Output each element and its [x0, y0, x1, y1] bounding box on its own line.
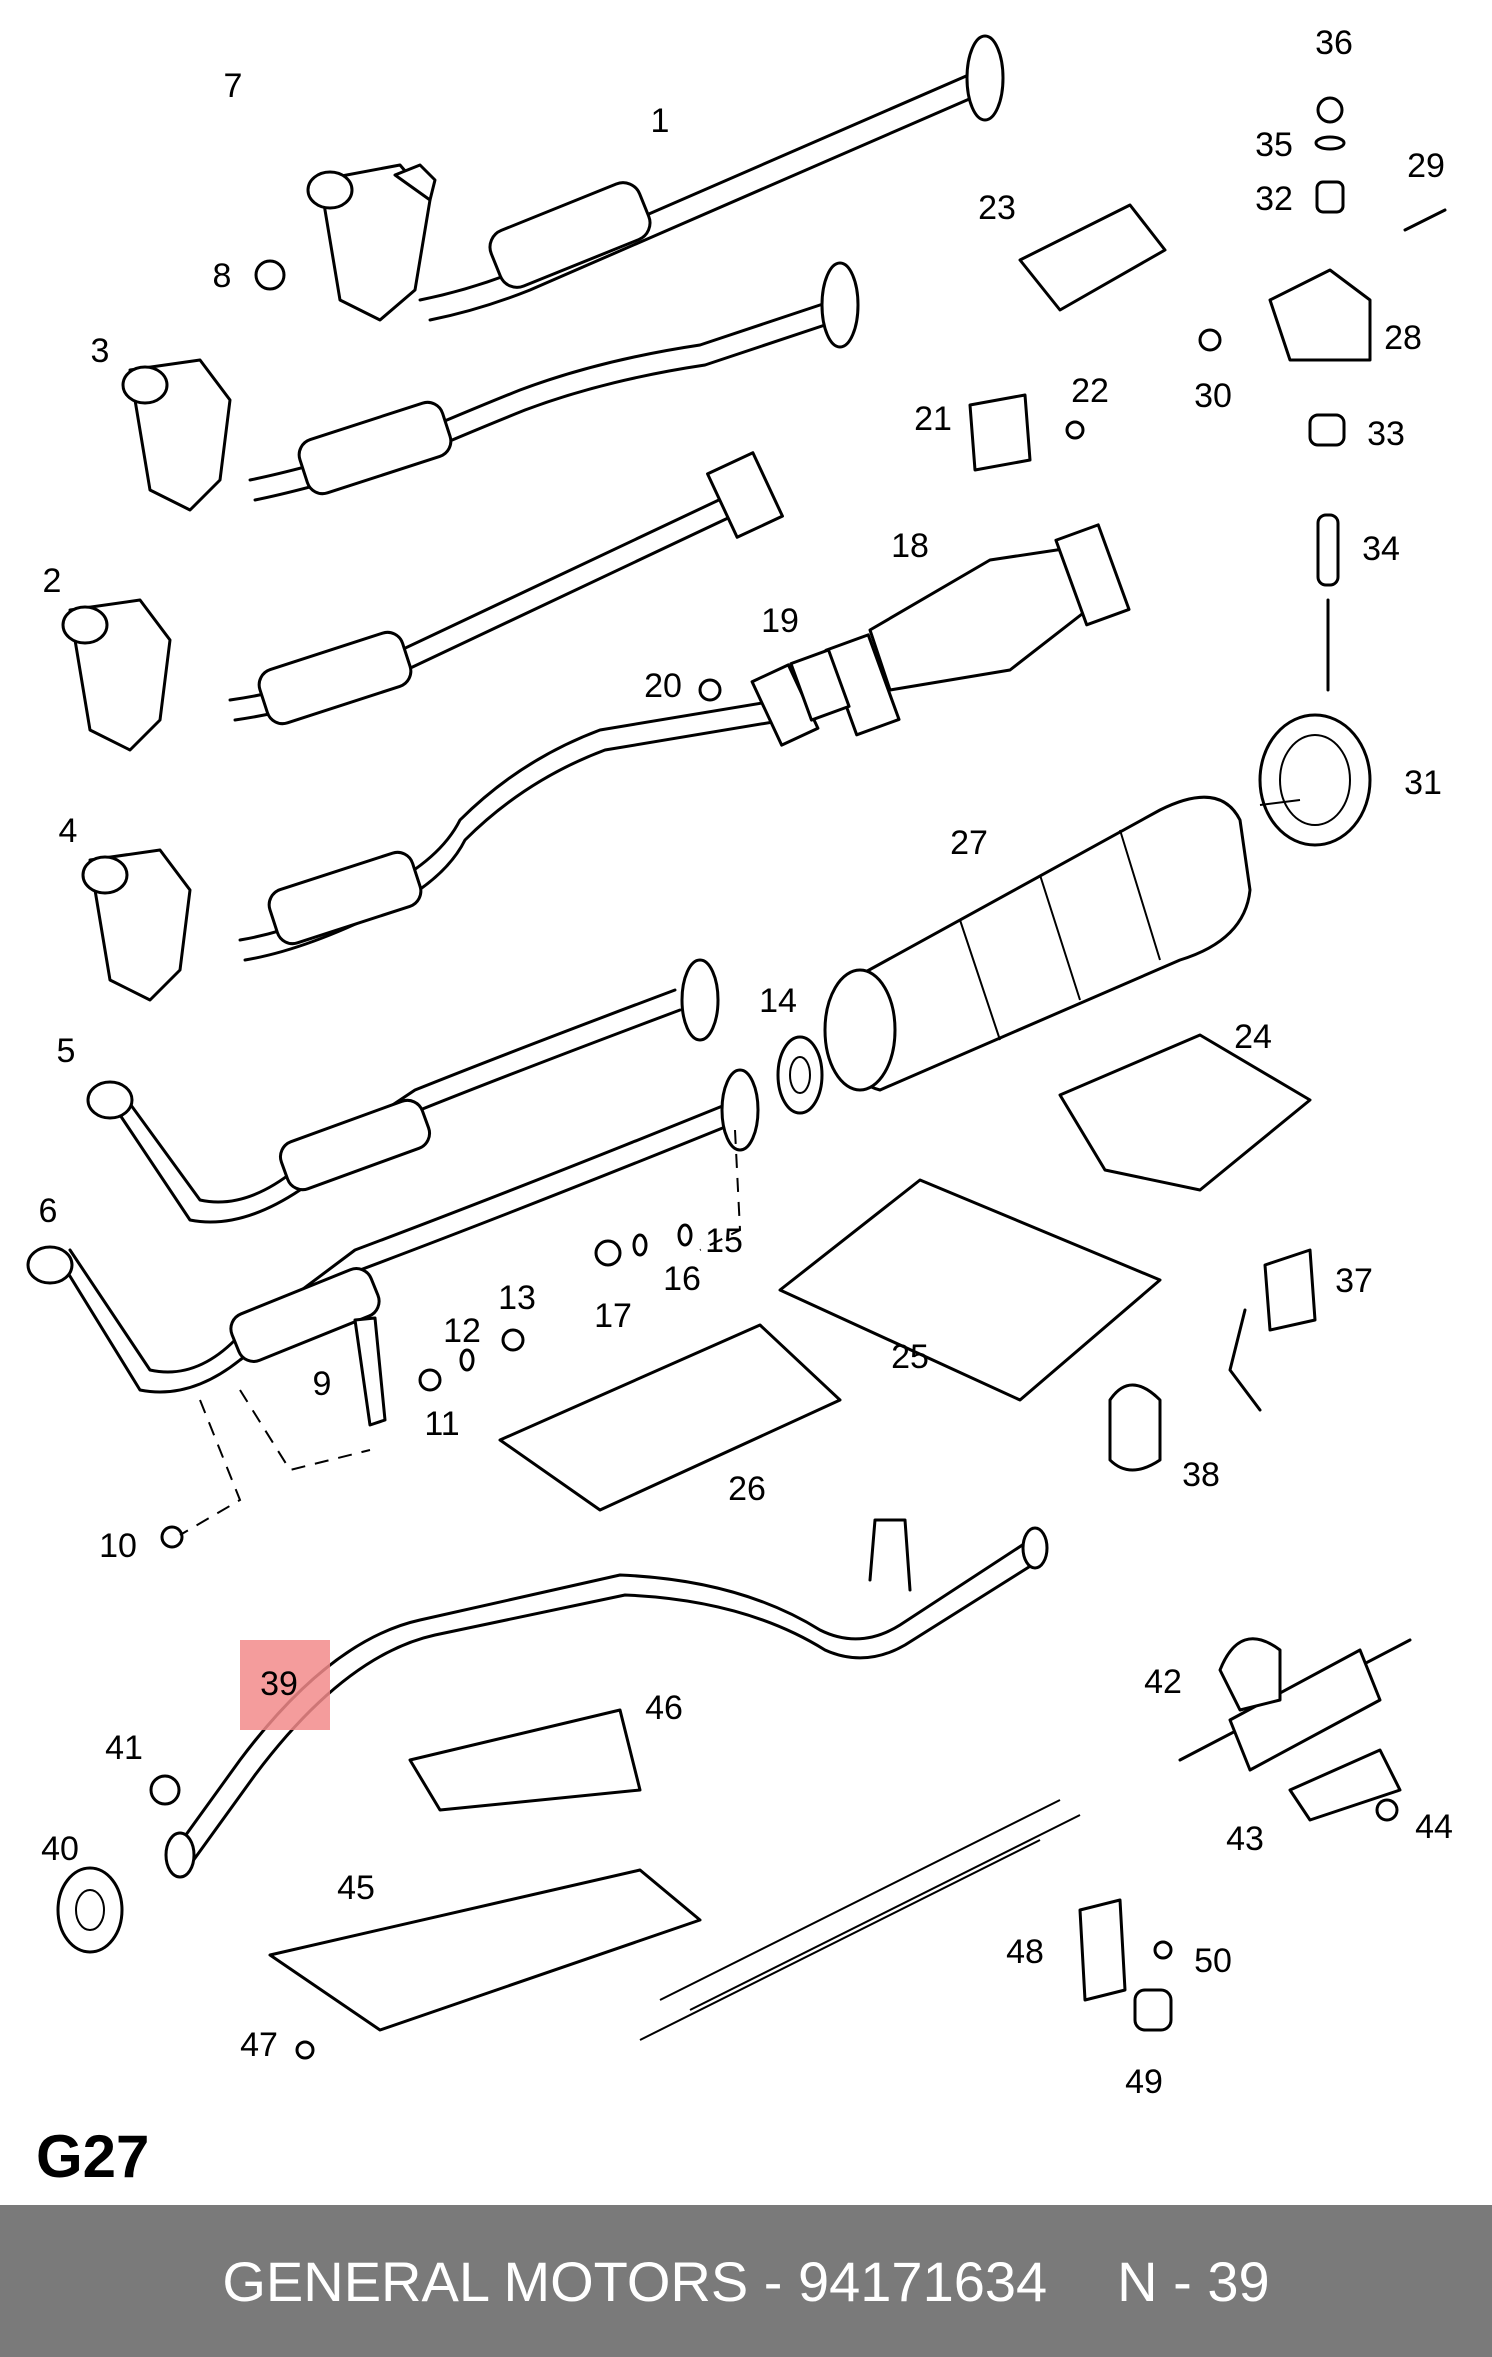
part-label: 41 — [105, 1729, 143, 1767]
floor-sill — [639, 1799, 1173, 2041]
part-label: 5 — [57, 1032, 76, 1070]
part-label: 34 — [1362, 530, 1400, 568]
part-label: 1 — [651, 102, 670, 140]
part-label-highlighted: 39 — [260, 1665, 298, 1703]
part-label: 18 — [891, 527, 929, 565]
gaskets — [56, 648, 851, 1954]
part-label: 29 — [1407, 147, 1445, 185]
hanger-assembly — [1198, 96, 1447, 692]
part-label: 16 — [663, 1260, 701, 1298]
part-label: 6 — [39, 1192, 58, 1230]
part-label: 8 — [213, 257, 232, 295]
part-label: 42 — [1144, 1663, 1182, 1701]
exhaust-pipe-1 — [306, 34, 1005, 322]
highlight-marker — [240, 1640, 330, 1730]
part-label: 37 — [1335, 1262, 1373, 1300]
part-label: 44 — [1415, 1808, 1453, 1846]
part-label: 17 — [594, 1297, 632, 1335]
leader-lines — [179, 799, 1301, 1536]
part-label: 25 — [891, 1338, 929, 1376]
part-label: 15 — [705, 1222, 743, 1260]
part-label: 32 — [1255, 180, 1293, 218]
exhaust-pipe-3 — [121, 261, 860, 512]
rear-silencer — [823, 795, 1252, 1092]
part-label: 38 — [1182, 1456, 1220, 1494]
clamp-31 — [1258, 713, 1372, 847]
heat-shields — [268, 203, 1312, 2032]
part-label: 20 — [644, 667, 682, 705]
part-label: 22 — [1071, 372, 1109, 410]
rear-clamp-assembly — [1178, 1637, 1412, 1822]
part-label: 14 — [759, 982, 797, 1020]
exhaust-pipe-2 — [61, 451, 784, 752]
part-label: 46 — [645, 1689, 683, 1727]
part-label: 3 — [91, 332, 110, 370]
part-label: 36 — [1315, 24, 1353, 62]
exhaust-pipe-4 — [81, 663, 820, 1002]
fasteners — [149, 259, 1085, 2060]
catalytic-converter — [824, 523, 1131, 737]
footer-bar: GENERAL MOTORS - 94171634 N - 39 — [0, 2205, 1492, 2357]
part-label: 43 — [1226, 1820, 1264, 1858]
part-label: 12 — [443, 1312, 481, 1350]
part-label: 45 — [337, 1869, 375, 1907]
footer-part-info: GENERAL MOTORS - 94171634 — [222, 2249, 1048, 2313]
part-label: 4 — [59, 812, 78, 850]
part-label: 21 — [914, 400, 952, 438]
exhaust-pipe-5 — [86, 958, 720, 1224]
part-label: 7 — [224, 67, 243, 105]
part-label: 13 — [498, 1279, 536, 1317]
part-label: 48 — [1006, 1933, 1044, 1971]
part-label: 2 — [43, 562, 62, 600]
part-label: 30 — [1194, 377, 1232, 415]
part-label: 35 — [1255, 126, 1293, 164]
part-label: 11 — [424, 1405, 459, 1443]
part-label: 19 — [761, 602, 799, 640]
part-labels: 1234567891011121314151617181920212223242… — [39, 24, 1453, 2101]
part-label: 49 — [1125, 2063, 1163, 2101]
part-label: 24 — [1234, 1018, 1272, 1056]
part-label: 40 — [41, 1830, 79, 1868]
part-label: 28 — [1384, 319, 1422, 357]
part-label: 47 — [240, 2026, 278, 2064]
part-label: 10 — [99, 1527, 137, 1565]
brackets — [353, 393, 1317, 2002]
exhaust-pipe-6 — [26, 1068, 760, 1394]
part-label: 23 — [978, 189, 1016, 227]
diagram-code: G27 — [36, 2123, 150, 2190]
part-label: 27 — [950, 824, 988, 862]
footer-position: N - 39 — [1117, 2249, 1270, 2313]
part-label: 33 — [1367, 415, 1405, 453]
exhaust-system-diagram: 1234567891011121314151617181920212223242… — [26, 24, 1453, 2101]
part-label: 50 — [1194, 1942, 1232, 1980]
part-label: 31 — [1404, 764, 1442, 802]
part-label: 26 — [728, 1470, 766, 1508]
part-label: 9 — [313, 1365, 332, 1403]
